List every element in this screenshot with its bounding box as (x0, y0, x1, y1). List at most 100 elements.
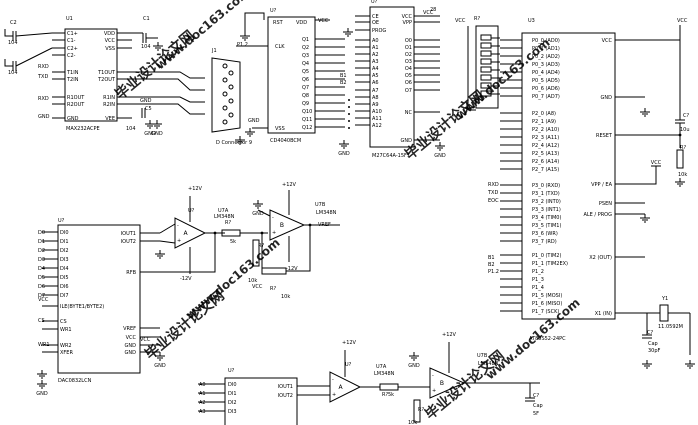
chip-part: MAX232ACPE (66, 126, 100, 132)
eprom-pin-left: A11 (372, 116, 382, 122)
max232-pin-right: T2OUT (97, 77, 116, 83)
wire (645, 172, 657, 185)
chip-part: M27C64A-15F1 (372, 153, 410, 159)
resistor-ref: R? (225, 220, 231, 226)
at89-pin-left: P2_3 (A11) (532, 135, 559, 141)
eprom-pin-right: O2 (405, 52, 412, 58)
at89-pin-left: P0_7 (AD7) (532, 94, 560, 100)
connector-pin (228, 112, 234, 118)
dac-pin-left: ILE(BYTE1/BYTE2) (60, 304, 104, 310)
dac2-pin-left: DI1 (228, 391, 237, 397)
cd4040-pin-q: Q6 (302, 77, 309, 83)
gnd-label: GND (252, 211, 264, 217)
power-label: -12V (286, 266, 298, 272)
power-label: +12V (188, 186, 203, 192)
eprom-pin-left: A7 (372, 88, 379, 94)
eprom-pin-left: PROG (372, 28, 386, 34)
dac-pin-right: VREF (123, 326, 136, 332)
wire (257, 209, 271, 217)
eprom-pin-right: O6 (405, 80, 412, 86)
net-label: P1.2 (237, 42, 248, 48)
resistor-value: 5k (388, 392, 394, 398)
resistor-ref: R? (382, 392, 388, 398)
dac2-pin-left: DI0 (228, 382, 237, 388)
at89s52-chip (521, 32, 616, 320)
max232-chip (64, 28, 118, 122)
connector-pin (222, 63, 228, 69)
max232-pin-left: R1OUT (67, 95, 85, 101)
cap-value: 5F (533, 411, 539, 417)
op-amp-symbol: B (440, 380, 444, 387)
cap-value: 30pF (648, 348, 661, 354)
dac-pin-right: IOUT2 (121, 239, 136, 245)
chip-part: DAC0832LCN (58, 378, 92, 384)
max232-pin-left: C2- (67, 53, 76, 59)
net-label: A1 (199, 391, 206, 397)
resnet-element (480, 42, 492, 49)
resistor-value: 10k (408, 420, 417, 425)
wire (132, 71, 205, 79)
op-amp-symbol: A (338, 384, 343, 391)
dac-pin-left: DI6 (60, 284, 69, 290)
dac-pin-left: DI0 (60, 230, 69, 236)
net-label: GND (140, 98, 152, 104)
net-dot (348, 113, 350, 115)
chip-ref: U1 (66, 16, 73, 22)
net-dot (348, 127, 350, 129)
at89-pin-left: P1_1 (TIM2EX) (532, 261, 568, 267)
cd4040-chip (267, 16, 316, 134)
at89-pin-right: VPP / EA (591, 182, 612, 188)
dac2-pin-left: DI2 (228, 400, 237, 406)
components (12, 6, 695, 425)
connector-pin (228, 70, 234, 76)
net-label: RXD (38, 64, 49, 70)
dac0832-chip-2 (224, 377, 298, 425)
dac-pin-left: DI4 (60, 266, 69, 272)
net-label: A3 (199, 409, 206, 415)
at89-pin-left: P3_2 (INT0) (532, 199, 561, 205)
eprom-pin-right: VPP (403, 20, 412, 26)
junction (308, 223, 312, 227)
gnd-label: GND (154, 363, 166, 369)
wire (4, 29, 13, 37)
at89-pin-left: P3_7 (RD) (532, 239, 557, 245)
resnet-element (480, 58, 492, 65)
wire (4, 59, 13, 67)
op-amp-u7b-2 (429, 367, 466, 399)
eprom-pin-right: O3 (405, 59, 412, 65)
net-label: D7 (38, 293, 45, 299)
at89-pin-left: P1_7 (SCK) (532, 309, 559, 315)
op-amp-ref: U7A (376, 364, 387, 370)
max232-pin-left: C2+ (67, 46, 78, 52)
wire (159, 240, 176, 244)
cd4040-pin-q: Q7 (302, 85, 309, 91)
net-label: D4 (38, 266, 45, 272)
wires (4, 12, 691, 412)
eprom-pin-right: VCC (402, 14, 413, 20)
net-label: D3 (38, 257, 45, 263)
net-dot (348, 120, 350, 122)
resistor-5k (221, 229, 241, 237)
net-label: D1 (38, 239, 45, 245)
eprom-pin-right: GND (401, 138, 413, 144)
watermarks: 毕业设计论文网www.doc163.com毕业设计论文网www.doc163.c… (112, 0, 583, 423)
connector-pin (228, 84, 234, 90)
net-label: VCC (140, 337, 151, 343)
net-label: GND (38, 114, 50, 120)
at89-pin-left: P3_1 (TXD) (532, 191, 560, 197)
net-label: P1.2 (488, 269, 499, 275)
net-label: RXD (488, 182, 499, 188)
cd4040-pin-q: Q3 (302, 53, 309, 59)
at89-pin-left: P1_5 (MOSI) (532, 293, 562, 299)
wire (159, 223, 176, 234)
resnet-element (480, 50, 492, 57)
op-amp-u7b (269, 209, 306, 241)
cd4040-pin: RST (273, 20, 284, 26)
cd4040-pin: VSS (275, 126, 285, 132)
connector-pin (222, 119, 228, 125)
eprom-chip (369, 6, 415, 148)
resistor-10k-2 (413, 399, 421, 423)
cap-ref: C1 (143, 16, 150, 22)
dac-pin-right: GND (125, 350, 137, 356)
at89-pin-left: P3_4 (TIM0) (532, 215, 561, 221)
